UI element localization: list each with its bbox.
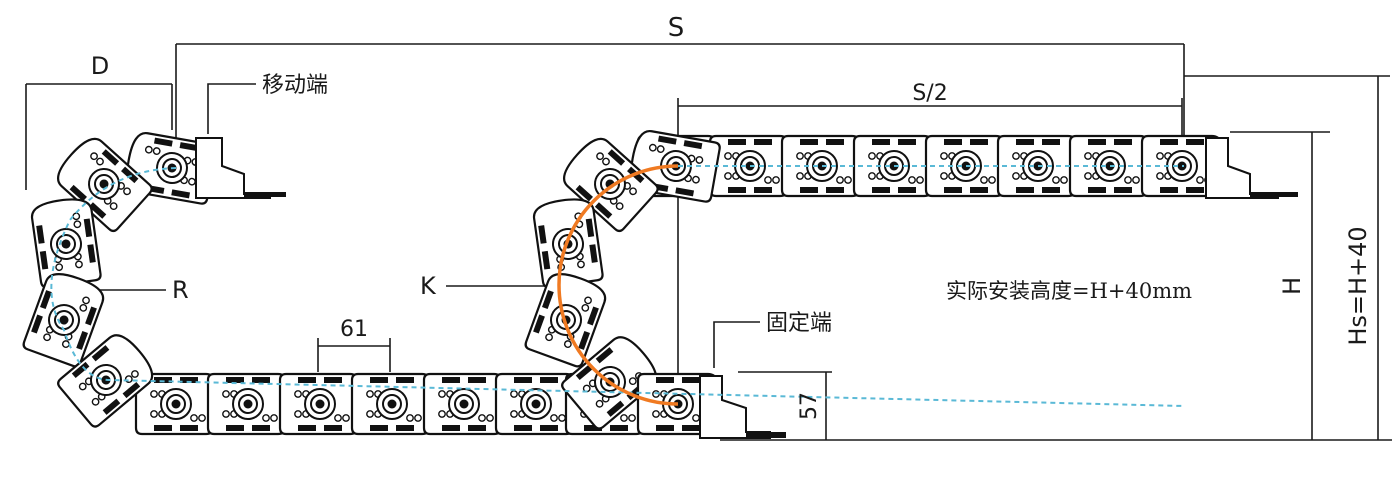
install-height-label: Hs=H+40 <box>1344 226 1372 345</box>
height-label: H <box>1278 277 1306 295</box>
radius-label: R <box>172 276 189 304</box>
right-end-bracket <box>1205 137 1298 199</box>
pitch-label: 61 <box>340 317 368 342</box>
fixed-end-label: 固定端 <box>766 311 832 336</box>
chain-height-label: 57 <box>797 392 822 420</box>
install-height-note: 实际安装高度=H+40mm <box>946 279 1192 303</box>
bend-label: K <box>420 272 437 300</box>
stroke-length-label: S <box>668 13 685 43</box>
bend-arc <box>557 164 679 406</box>
offset-label: D <box>91 52 109 80</box>
dimension-lines <box>25 43 1392 441</box>
centerline <box>50 165 1185 407</box>
moving-end-bracket <box>195 137 286 199</box>
fixed-end-bracket <box>699 375 786 439</box>
half-stroke-label: S/2 <box>912 81 947 106</box>
moving-end-label: 移动端 <box>262 73 328 98</box>
